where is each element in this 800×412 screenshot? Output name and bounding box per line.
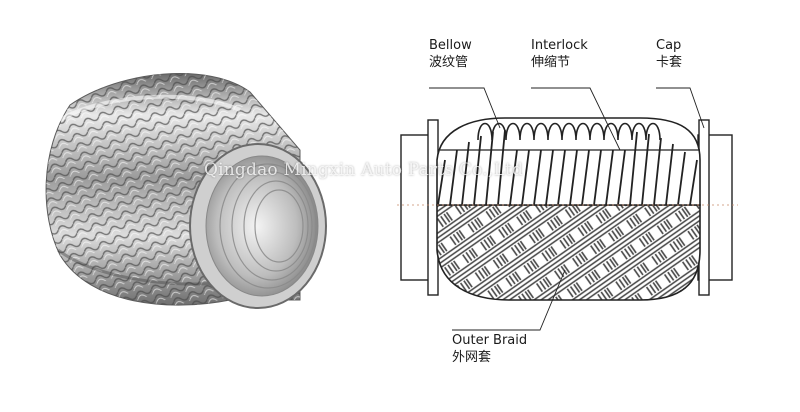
leader-interlock [531, 87, 621, 151]
end-sleeve-left [400, 119, 439, 296]
inner-bellow-rings [219, 163, 317, 289]
label-bellow: Bellow 波纹管 [429, 37, 472, 71]
label-interlock-zh: 伸缩节 [531, 55, 571, 70]
outer-braid-lower [436, 204, 701, 301]
leader-outer-braid [452, 269, 566, 331]
label-cap-zh: 卡套 [656, 55, 683, 70]
label-outer-braid-zh: 外网套 [452, 350, 492, 365]
bellow-corrugation [477, 122, 661, 141]
leader-bellow [429, 87, 501, 129]
label-cap: Cap 卡套 [656, 37, 682, 71]
label-outer-braid: Outer Braid 外网套 [452, 332, 527, 366]
end-sleeve-right [697, 119, 733, 296]
pipe-bore [205, 155, 319, 297]
label-cap-en: Cap [656, 38, 682, 53]
outer-braid-upper [436, 117, 701, 206]
label-bellow-zh: 波纹管 [429, 55, 469, 70]
cutaway-diagram [397, 87, 738, 331]
leader-cap [656, 87, 705, 129]
diagonal-braid-strands [437, 129, 698, 206]
label-interlock: Interlock 伸缩节 [531, 37, 588, 71]
label-bellow-en: Bellow [429, 38, 472, 53]
label-interlock-en: Interlock [531, 38, 588, 53]
flex-pipe-photo [45, 73, 327, 309]
leader-lines [429, 87, 705, 331]
label-outer-braid-en: Outer Braid [452, 333, 528, 348]
